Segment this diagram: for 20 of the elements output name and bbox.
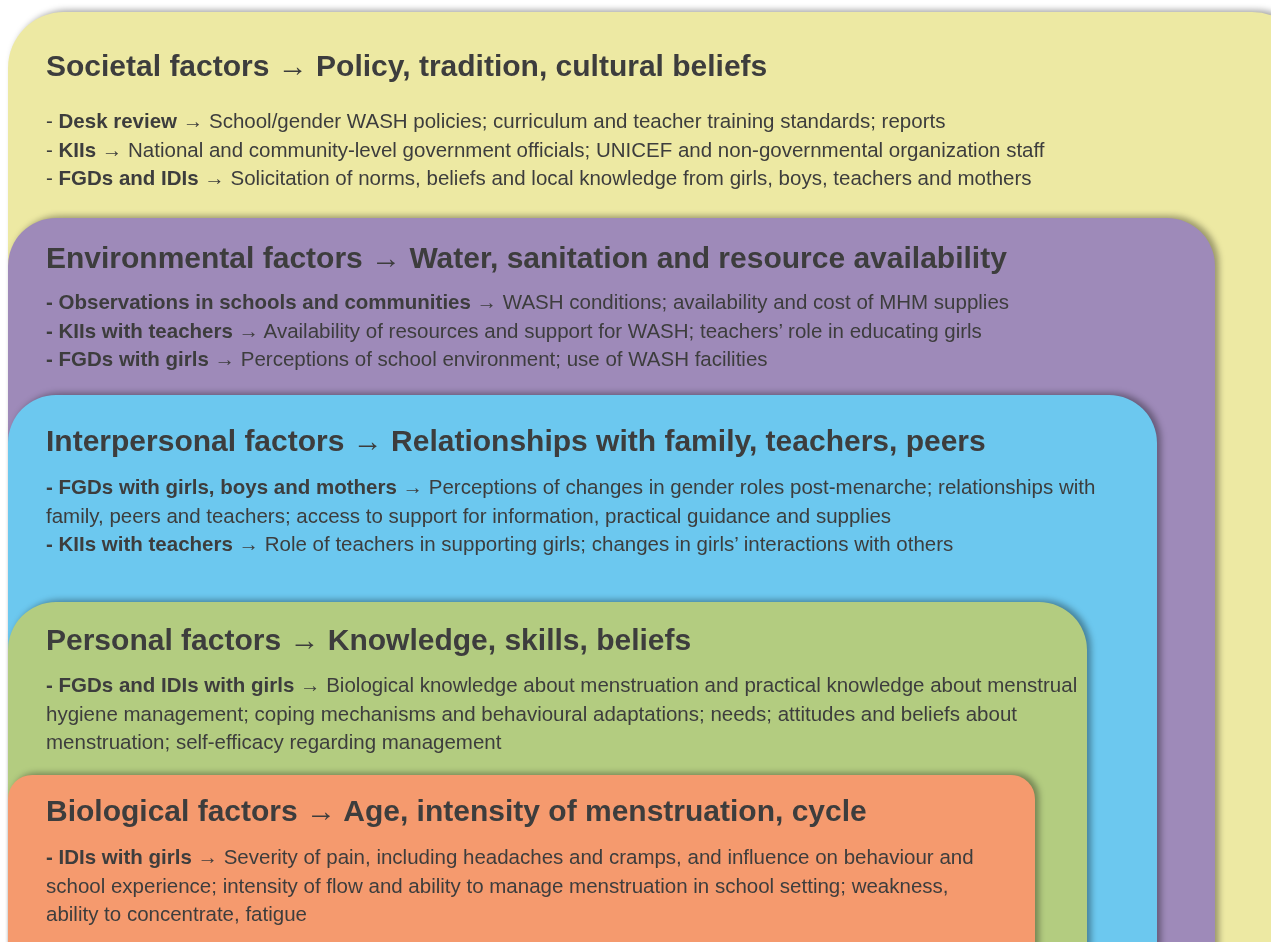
method-description: - FGDs with girls, boys and mothers → Perceptions of changes in gender roles post-menarche; relationships with family, peers and teachers; access to support for information, practical guidance and supplies xyxy=(46,474,1097,529)
method-description: - IDIs with girls → Severity of pain, including headaches and cramps, and influence on behaviour and school experience; intensity of flow and ability to manage menstruation in school setting; weakness, ability to concentrate, fatigue xyxy=(46,844,975,927)
method-description: - KIIs → National and community-level government officials; UNICEF and non-governmental organization staff xyxy=(46,136,1046,163)
method-description: - Desk review → School/gender WASH policies; curriculum and teacher training standards; reports xyxy=(46,108,947,134)
panel-heading: Interpersonal factors → Relationships with family, teachers, peers xyxy=(46,423,986,459)
method-description: - FGDs with girls → Perceptions of school environment; use of WASH facilities xyxy=(46,346,769,372)
factor-panel xyxy=(8,602,1087,942)
factor-panel xyxy=(8,218,1215,942)
method-description: - FGDs and IDIs → Solicitation of norms, beliefs and local knowledge from girls, boys, teachers and mothers xyxy=(46,165,1033,191)
factor-panel xyxy=(8,775,1035,942)
method-description: - KIIs with teachers → Role of teachers in supporting girls; changes in girls’ interactions with others xyxy=(46,531,955,557)
method-description: - KIIs with teachers → Availability of resources and support for WASH; teachers’ role in educating girls xyxy=(46,317,983,344)
method-description: - Observations in schools and communities → WASH conditions; availability and cost of MHM supplies xyxy=(46,289,1011,315)
factor-panel xyxy=(8,12,1271,942)
panel-heading: Environmental factors → Water, sanitation and resource availability xyxy=(46,240,1007,276)
panel-heading: Biological factors → Age, intensity of menstruation, cycle xyxy=(46,793,867,829)
panel-heading: Personal factors → Knowledge, skills, beliefs xyxy=(46,622,692,658)
factor-panel xyxy=(8,395,1157,942)
method-description: - FGDs and IDIs with girls → Biological knowledge about menstruation and practical knowledge about menstrual hygiene management; coping mechanisms and behavioural adaptations; needs; attitudes and beliefs about menstruation; self-efficacy regarding management xyxy=(46,672,1079,755)
panel-heading: Societal factors → Policy, tradition, cultural beliefs xyxy=(46,48,768,84)
